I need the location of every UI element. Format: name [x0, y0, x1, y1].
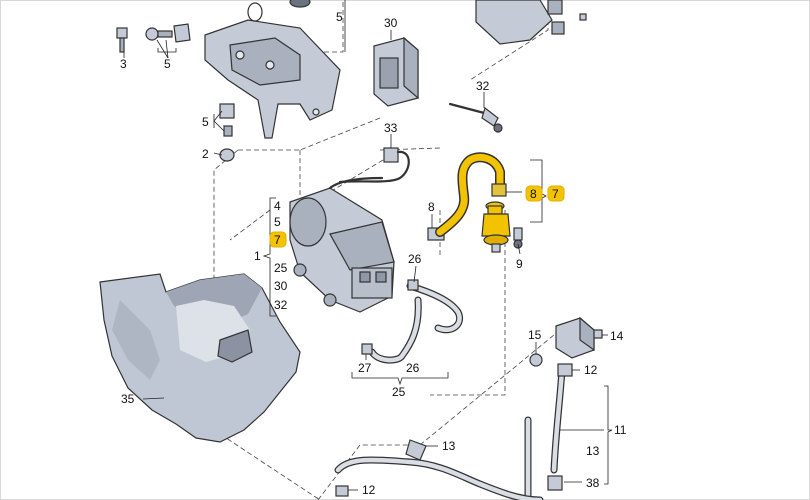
- leader-lines: [123, 0, 608, 491]
- label-13-right: 13: [586, 444, 600, 458]
- label-7-right: 7: [552, 187, 559, 201]
- pipe-line-bottom: [334, 439, 544, 500]
- label-30-list: 30: [274, 279, 288, 293]
- air-compressor-assembly: [289, 176, 395, 313]
- label-26-top: 26: [408, 252, 422, 266]
- label-32: 32: [476, 79, 490, 93]
- label-11: 11: [614, 423, 627, 437]
- highlighted-hose-7: [435, 152, 507, 237]
- label-15: 15: [528, 328, 542, 342]
- control-unit-30: [373, 36, 419, 107]
- label-12-bottom: 12: [362, 483, 376, 497]
- label-13-bottom: 13: [442, 439, 456, 453]
- label-32-list: 32: [274, 298, 288, 312]
- badge-7-list-highlight: [269, 231, 287, 248]
- highlight-badges: [269, 185, 565, 248]
- label-5-bracket: 5: [336, 10, 343, 24]
- label-4-list: 4: [274, 199, 281, 213]
- label-35: 35: [121, 392, 135, 406]
- label-8-left: 8: [428, 200, 435, 214]
- label-12-mid: 12: [584, 363, 598, 377]
- air-filter-highlighted: [481, 201, 511, 253]
- bolt-fasteners-top: [116, 23, 191, 53]
- label-7-list: 7: [274, 233, 281, 247]
- mounting-bracket: [204, 0, 341, 139]
- label-27: 27: [358, 361, 372, 375]
- label-9: 9: [516, 257, 523, 271]
- badge-7-right-highlight: [547, 185, 565, 202]
- part-labels: 3 5 5 30 32 33 5 2 4 5 7 1 25 30 32 8 8 …: [120, 10, 627, 497]
- air-lines-25: [361, 279, 463, 364]
- label-5-mid: 5: [202, 115, 209, 129]
- pipe-line-11: [524, 363, 573, 500]
- label-5-top: 5: [164, 57, 171, 71]
- label-30: 30: [384, 16, 398, 30]
- sensor-32: [448, 102, 503, 133]
- label-1: 1: [254, 249, 261, 263]
- label-26-bottom: 26: [406, 361, 420, 375]
- label-5-list: 5: [274, 215, 281, 229]
- badge-8-highlight: [525, 185, 543, 202]
- label-8-right: 8: [530, 187, 537, 201]
- label-2: 2: [202, 147, 209, 161]
- nut-fasteners-left: [219, 103, 235, 162]
- label-33: 33: [384, 121, 398, 135]
- group-brackets: [157, 10, 613, 485]
- valve-block-top-right: [475, 0, 587, 45]
- label-38: 38: [586, 476, 600, 490]
- protective-cover-35: [99, 273, 301, 443]
- valve-block-14: [529, 316, 603, 367]
- label-3: 3: [120, 57, 127, 71]
- label-14: 14: [610, 329, 624, 343]
- label-25-list: 25: [274, 261, 288, 275]
- label-25-bottom: 25: [392, 385, 406, 399]
